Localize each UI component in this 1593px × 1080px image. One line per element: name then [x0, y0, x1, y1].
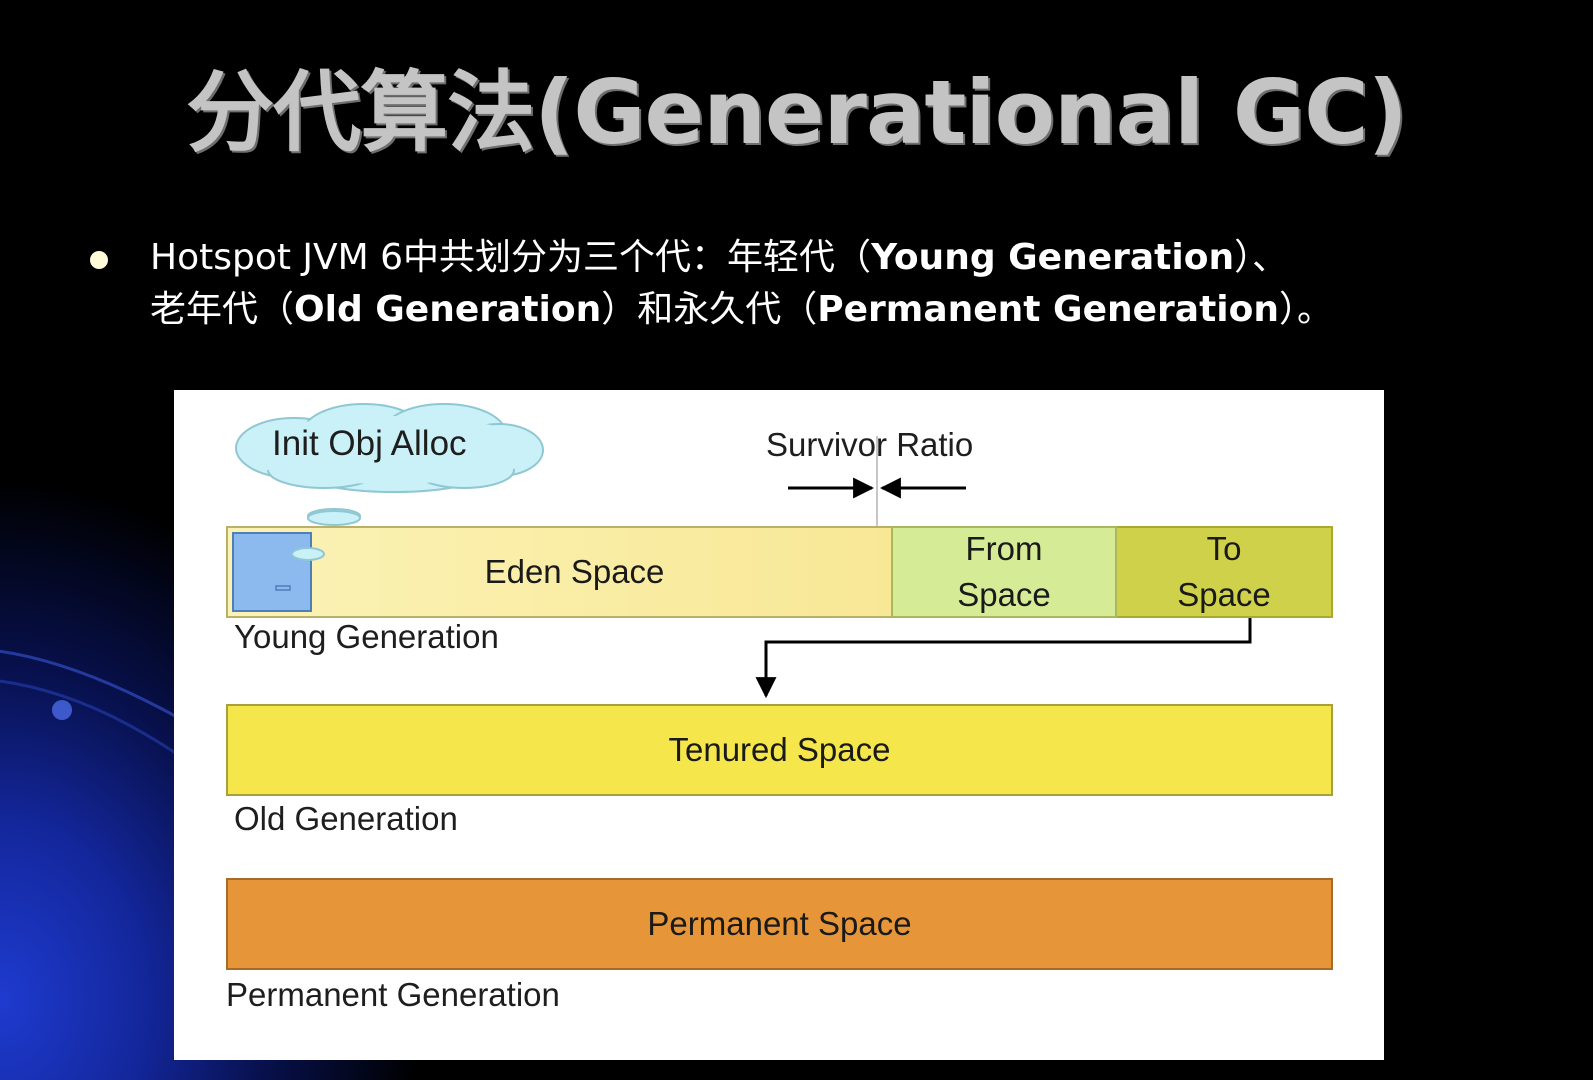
to-space-label: To Space: [1177, 526, 1271, 618]
bullet-line-1-prefix: Hotspot JVM 6中共划分为三个代：年轻代（: [150, 237, 872, 278]
young-generation-label: Young Generation: [234, 618, 499, 655]
survivor-ratio-label: Survivor Ratio: [766, 426, 974, 463]
allocated-object-block: [232, 532, 312, 612]
bullet-line-2: 老年代（Old Generation）和永久代（Permanent Genera…: [150, 284, 1530, 336]
to-space-label-line-1: To: [1206, 530, 1242, 567]
eden-space: Eden Space: [226, 526, 891, 618]
permanent-generation-term: Permanent Generation: [817, 289, 1279, 330]
old-generation-term: Old Generation: [294, 289, 602, 330]
generations-diagram: Init Obj Alloc Survivor Ratio Eden Space…: [174, 390, 1384, 1060]
from-space-label: From Space: [957, 526, 1051, 618]
init-obj-alloc-label: Init Obj Alloc: [272, 424, 467, 463]
permanent-space-label: Permanent Space: [647, 905, 912, 942]
eden-space-label: Eden Space: [484, 553, 665, 590]
permanent-space: Permanent Space: [226, 878, 1333, 970]
bullet-icon: [90, 251, 108, 269]
young-generation-term: Young Generation: [871, 237, 1235, 278]
bullet-text: Hotspot JVM 6中共划分为三个代：年轻代（Young Generati…: [150, 232, 1530, 336]
bullet-line-1: Hotspot JVM 6中共划分为三个代：年轻代（Young Generati…: [150, 232, 1530, 284]
slide-title: 分代算法(Generational GC): [186, 61, 1408, 164]
old-generation-label: Old Generation: [234, 800, 458, 837]
tenured-space: Tenured Space: [226, 704, 1333, 796]
to-space-label-line-2: Space: [1177, 576, 1271, 613]
bullet-paragraph: Hotspot JVM 6中共划分为三个代：年轻代（Young Generati…: [90, 232, 1530, 336]
bullet-line-2-suffix: ）。: [1279, 289, 1334, 330]
from-space-label-line-2: Space: [957, 576, 1051, 613]
promotion-arrow: [755, 618, 1252, 699]
to-space: To Space: [1117, 526, 1333, 618]
from-space: From Space: [891, 526, 1117, 618]
permanent-generation-label: Permanent Generation: [226, 976, 560, 1013]
from-space-label-line-1: From: [965, 530, 1043, 567]
bullet-line-2-middle: ）和永久代（: [601, 289, 818, 330]
bullet-line-2-prefix: 老年代（: [150, 289, 295, 330]
background-swoosh: [0, 649, 200, 772]
bullet-line-1-suffix: ）、: [1234, 237, 1289, 278]
tenured-space-label: Tenured Space: [668, 731, 891, 768]
